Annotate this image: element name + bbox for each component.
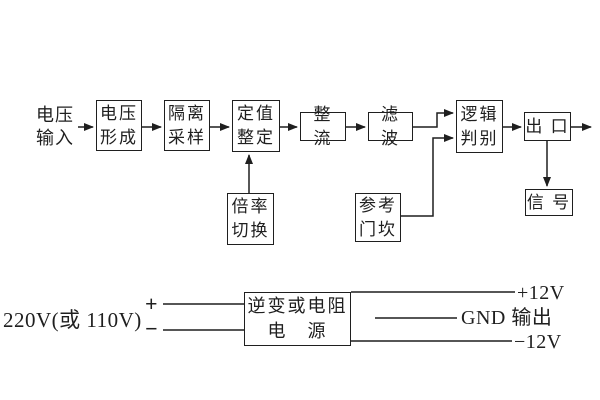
block-voltage-forming: 电压 形成 — [96, 100, 142, 151]
block-setting-adjustment: 定值 整定 — [232, 100, 280, 152]
block-isolation-sampling: 隔离 采样 — [164, 100, 210, 151]
arrow-filter-to-logic — [413, 109, 454, 128]
block-filter: 滤 波 — [368, 105, 413, 148]
output-plus12-label: +12V — [517, 282, 565, 304]
block-ratio-switching: 倍率 切换 — [227, 193, 274, 245]
output-minus12-label: −12V — [514, 331, 562, 353]
minus-sign: − — [145, 316, 158, 341]
block-outlet: 出 口 — [524, 112, 571, 141]
mains-voltage-label: 220V(或 110V) — [3, 308, 142, 332]
plus-sign: + — [145, 291, 158, 316]
voltage-input-label: 电压 输入 — [36, 105, 74, 148]
block-power-supply: 逆变或电阻 电 源 — [244, 292, 351, 346]
block-signal: 信 号 — [525, 189, 573, 216]
block-rectifier: 整 流 — [300, 105, 346, 148]
block-reference-threshold: 参考 门坎 — [355, 193, 401, 242]
block-logic-discrimination: 逻辑 判别 — [456, 100, 503, 153]
output-gnd-label: GND 输出 — [461, 307, 553, 329]
arrow-threshold-to-logic — [401, 134, 454, 217]
